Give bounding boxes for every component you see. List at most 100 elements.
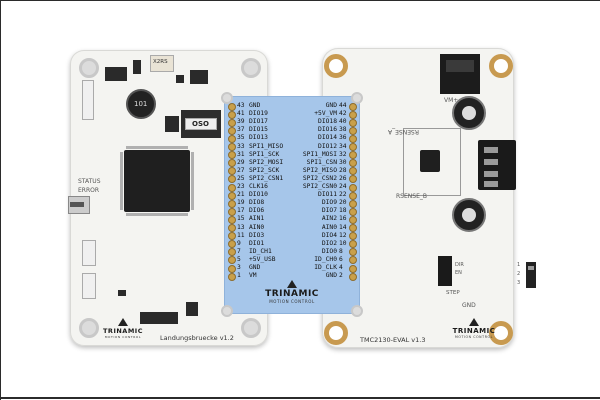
pin-pad-left <box>228 215 236 224</box>
frame-line-left <box>0 0 1 400</box>
pin-signal-right: AIN0 <box>321 223 337 231</box>
pin-number-right: 22 <box>339 191 347 199</box>
pin-pad-right <box>349 102 357 111</box>
pin-pad-right <box>349 143 357 151</box>
pin-number-right: 24 <box>339 183 347 190</box>
pin-number-right: 16 <box>339 215 347 223</box>
microcontroller-ic <box>124 150 190 212</box>
pin-number-right: 28 <box>339 166 347 174</box>
pin-pad-left <box>228 167 236 176</box>
pin-number-left: 13 <box>237 223 245 231</box>
connector-trinamic-logo: TRINAMIC MOTION CONTROL <box>262 280 322 304</box>
pin-signal-left: AIN1 <box>249 215 265 223</box>
pin-signal-left: AIN0 <box>249 223 265 231</box>
pin-signal-right: DIO14 <box>318 134 337 142</box>
pin-pad-left <box>228 224 236 232</box>
pin-number-left: 21 <box>237 191 245 199</box>
bottom-resistor <box>118 290 126 296</box>
left-board-mount-hole-bl <box>79 318 99 338</box>
brand-sub: MOTION CONTROL <box>454 335 494 339</box>
frame-line-bottom <box>0 397 600 399</box>
pin-number-left: 37 <box>237 126 245 134</box>
rsense-a-label: RSENSE_A <box>388 128 419 135</box>
pin-number-left: 15 <box>237 215 245 223</box>
pin-signal-left: SPI1_SCK <box>249 150 280 158</box>
header-block-left-2 <box>82 273 96 299</box>
pin-number-left: 25 <box>237 174 245 182</box>
pin-number-right: 34 <box>339 142 347 150</box>
brand-name: TRINAMIC <box>265 289 319 299</box>
pin-signal-right: ID_CLK <box>314 264 337 271</box>
brand-sub: MOTION CONTROL <box>269 299 315 304</box>
pin-signal-left: SPI2_MOSI <box>249 158 284 166</box>
left-board-mount-hole-tl <box>79 58 99 78</box>
small-cap-1 <box>133 60 141 74</box>
pin-signal-right: DIO9 <box>321 199 337 207</box>
trinamic-logo-icon <box>118 318 128 326</box>
pin-number-right: 12 <box>339 231 347 239</box>
brand-name: TRINAMIC <box>103 327 143 335</box>
pin-signal-left: DIO1 <box>249 239 265 247</box>
top-ic-right <box>190 70 208 84</box>
rsense-b-label: RSENSE_B <box>396 193 427 200</box>
jumper-label-1: 1 <box>517 262 521 268</box>
connector-mount-hole-tl <box>221 92 233 104</box>
trinamic-logo-icon <box>287 280 297 288</box>
status-led-label: STATUS <box>78 178 101 185</box>
pin-number-right: 40 <box>339 118 347 126</box>
pin-pad-right <box>349 118 357 127</box>
pin-signal-right: SPI1_MOSI <box>302 150 337 158</box>
pin-pad-left <box>228 110 236 119</box>
pin-number-left: 1 <box>237 272 241 280</box>
trinamic-logo-icon <box>469 318 479 326</box>
jumper-label-3: 3 <box>517 280 521 286</box>
crystal-mark: X2RS <box>153 59 168 65</box>
inductor-mark: 101 <box>134 100 148 108</box>
pin-number-left: 9 <box>237 239 241 247</box>
usb-slot <box>70 202 84 207</box>
step-label: STEP <box>446 290 460 296</box>
pin-pad-left <box>228 199 236 208</box>
pin-pad-right <box>349 215 357 224</box>
pin-signal-left: DIO3 <box>249 231 265 239</box>
pin-number-right: 20 <box>339 199 347 207</box>
config-pin <box>528 266 534 270</box>
pin-number-left: 3 <box>237 264 241 271</box>
config-jumper <box>526 262 536 288</box>
left-board-mount-hole-tr <box>241 58 261 78</box>
pin-pad-right <box>349 256 357 265</box>
pin-pad-right <box>349 264 357 273</box>
pin-signal-left: SPI2_SCK <box>249 166 280 174</box>
brand-sub: MOTION CONTROL <box>104 335 142 339</box>
pin-pad-right <box>349 191 357 200</box>
pin-pad-right <box>349 240 357 249</box>
pin-signal-right: SPI2_CSN0 <box>302 183 337 190</box>
left-board-trinamic-logo: TRINAMIC MOTION CONTROL <box>98 318 148 339</box>
pin-pad-right <box>349 272 357 281</box>
bottom-ic-right <box>186 302 198 316</box>
pin-pad-left <box>228 143 236 151</box>
motor-pin-4 <box>484 181 498 187</box>
connector-mount-hole-br <box>351 305 363 317</box>
pin-number-right: 26 <box>339 174 347 182</box>
right-board-mount-hole-tl <box>324 54 348 78</box>
pin-pad-left <box>228 248 236 257</box>
pin-number-right: 36 <box>339 134 347 142</box>
capacitor-bottom-inner <box>462 208 476 222</box>
pin-number-left: 43 <box>237 102 245 109</box>
pin-number-right: 32 <box>339 150 347 158</box>
pin-signal-right: +5V_VM <box>314 110 337 118</box>
pin-number-left: 29 <box>237 158 245 166</box>
pin-signal-right: AIN2 <box>321 215 337 223</box>
reg-tab <box>165 116 179 132</box>
power-connector-inner <box>446 60 474 72</box>
right-board-mount-hole-bl <box>324 321 348 345</box>
step-dir-jumper <box>438 256 452 286</box>
pin-pad-left <box>228 151 236 160</box>
pin-signal-left: VM <box>249 272 257 280</box>
pin-signal-right: DIO7 <box>321 207 337 215</box>
pin-number-right: 10 <box>339 239 347 247</box>
left-board-name: Landungsbruecke v1.2 <box>160 334 234 342</box>
right-board-mount-hole-br <box>489 321 513 345</box>
pin-signal-left: GND <box>249 102 261 109</box>
